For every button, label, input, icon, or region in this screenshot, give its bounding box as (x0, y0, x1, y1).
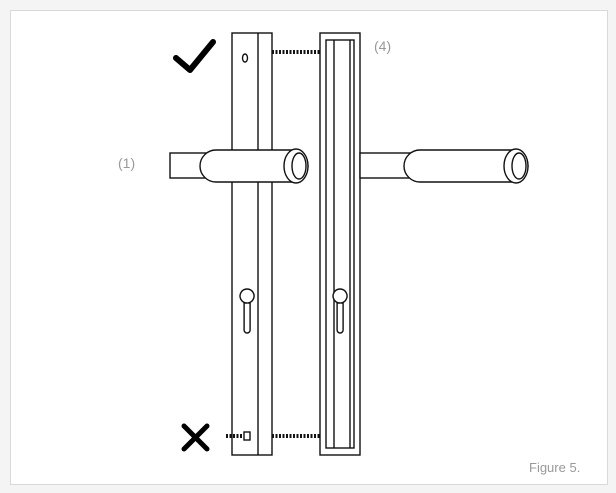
left-keyhole (239, 288, 255, 334)
right-keyhole (332, 288, 348, 334)
check-mark-icon (173, 39, 216, 73)
x-mark-icon (181, 423, 210, 452)
left-backplate (231, 32, 273, 456)
left-lever-handle (169, 148, 309, 184)
handle-label: (1) (118, 155, 136, 171)
figure-frame (10, 10, 608, 485)
right-backplate (319, 32, 361, 456)
figure-caption: Figure 5. (529, 460, 581, 475)
right-lever-handle (359, 148, 529, 184)
bolt-label: (4) (374, 38, 392, 54)
short-screw (226, 431, 251, 441)
